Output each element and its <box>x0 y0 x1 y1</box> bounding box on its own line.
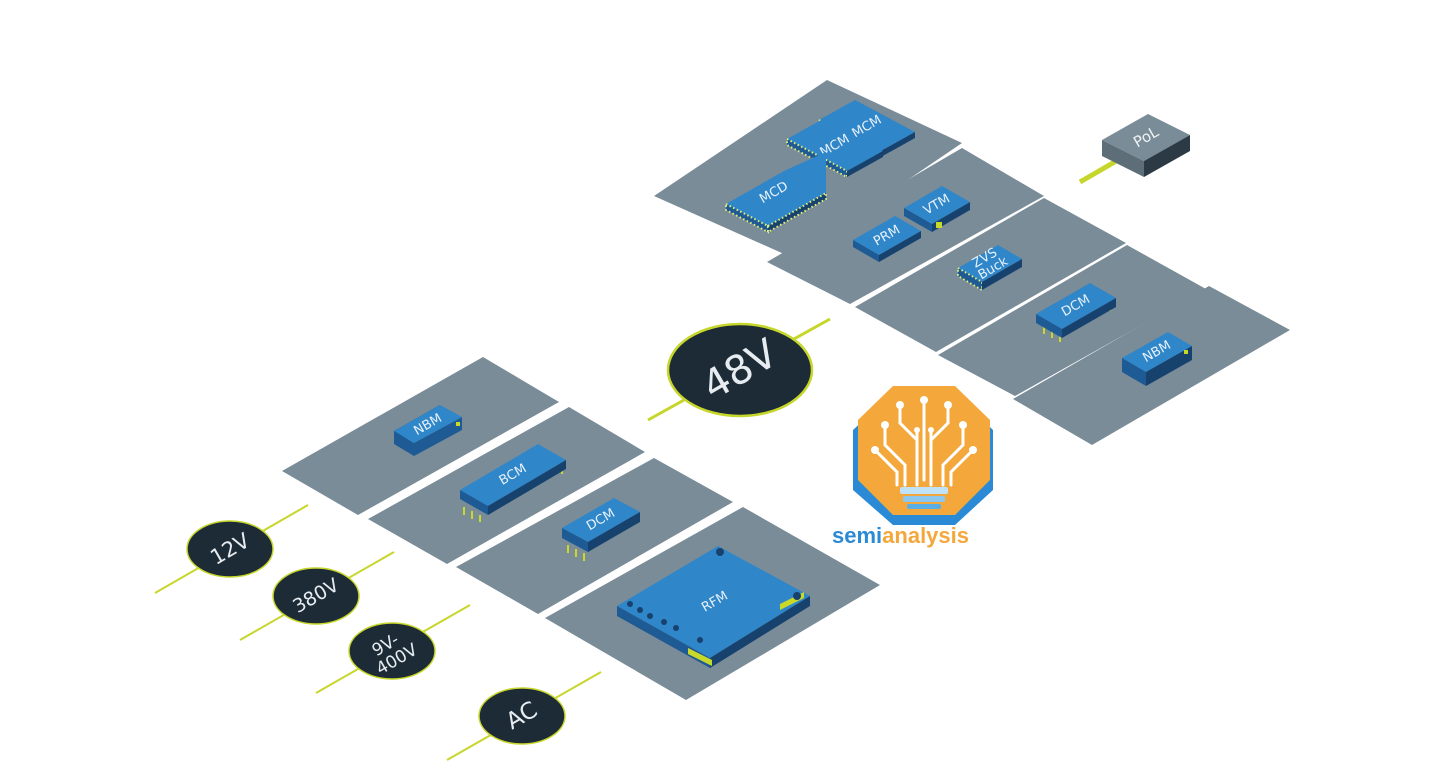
input-380v-bubble: 380V <box>272 567 360 625</box>
bus-48v-bubble: 48V <box>666 322 814 418</box>
module-dcm-left: DCM <box>562 498 640 561</box>
module-bcm: BCM <box>460 444 566 522</box>
module-prm: PRM <box>853 216 921 262</box>
logo-wordmark: semianalysis <box>832 523 969 548</box>
module-mcd: MCD <box>725 152 827 234</box>
module-vtm: VTM <box>904 186 970 232</box>
module-nbm-right: NBM <box>1122 332 1192 386</box>
tree-circuit-icon <box>873 398 975 487</box>
bulb-base-icon <box>900 487 948 509</box>
logo-word-analysis: analysis <box>882 523 969 548</box>
module-rfm: RFM <box>617 546 810 668</box>
wire-pol <box>1078 157 1120 185</box>
semianalysis-logo: semianalysis <box>832 386 993 548</box>
module-nbm-left: NBM <box>394 405 462 456</box>
pol-box: PoL <box>1102 114 1190 177</box>
input-9v-400v-bubble: 9V- 400V <box>348 622 436 680</box>
logo-word-semi: semi <box>832 523 882 548</box>
input-12v-bubble: 12V <box>186 520 274 578</box>
input-ac-bubble: AC <box>478 687 566 745</box>
